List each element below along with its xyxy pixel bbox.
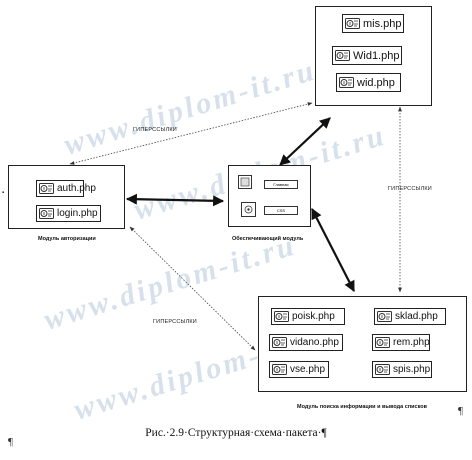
main-page-thumb bbox=[238, 175, 252, 189]
page-icon bbox=[240, 177, 250, 187]
vse-php-file: vse.php bbox=[269, 361, 329, 378]
php-file-icon bbox=[272, 337, 287, 348]
link-core-top bbox=[279, 117, 331, 166]
php-file-icon bbox=[274, 311, 289, 322]
auth-module-caption: Модуль авторизации bbox=[38, 236, 96, 242]
sklad-php-file: sklad.php bbox=[374, 308, 446, 325]
php-file-icon bbox=[339, 77, 354, 88]
spis-php-file: spis.php bbox=[372, 361, 432, 378]
search-module: poisk.php sklad.php vidano.php rem.php v… bbox=[258, 296, 467, 392]
gear-icon bbox=[244, 205, 253, 214]
hyperlink-label-top-left: ГИПЕРССЫЛКИ bbox=[133, 127, 177, 133]
link-core-search bbox=[311, 208, 355, 292]
wid1-php-file: Wid1.php bbox=[332, 46, 402, 65]
file-name: auth.php bbox=[57, 183, 96, 194]
auth-module: auth.php login.php bbox=[8, 165, 125, 229]
rem-php-file: rem.php bbox=[372, 334, 430, 351]
file-name: wid.php bbox=[357, 76, 395, 89]
wid-php-file: wid.php bbox=[336, 73, 401, 92]
file-name: poisk.php bbox=[292, 311, 335, 322]
search-module-caption: Модуль поиска информации и вывода списко… bbox=[297, 404, 427, 410]
figure-caption: Рис.·2.9·Структурная·схема·пакета·¶ bbox=[145, 427, 327, 439]
mis-php-file: mis.php bbox=[342, 14, 404, 33]
file-name: mis.php bbox=[363, 17, 402, 30]
hyperlink-label-right: ГИПЕРССЫЛКИ bbox=[388, 186, 432, 192]
file-name: sklad.php bbox=[395, 311, 438, 322]
php-file-icon bbox=[335, 50, 350, 61]
bullet-mark: ▪ bbox=[2, 190, 5, 196]
php-file-icon bbox=[375, 337, 390, 348]
css-label: CSS bbox=[264, 206, 298, 215]
file-name: login.php bbox=[57, 208, 98, 219]
php-file-icon bbox=[272, 364, 287, 375]
pilcrow-left: ¶ bbox=[8, 436, 13, 448]
file-name: Wid1.php bbox=[353, 49, 400, 62]
link-auth-core bbox=[125, 193, 225, 207]
php-file-icon bbox=[377, 311, 392, 322]
poisk-php-file: poisk.php bbox=[271, 308, 345, 325]
hyperlink-auth-search bbox=[129, 226, 256, 351]
hyperlink-auth-top bbox=[69, 102, 313, 165]
file-name: rem.php bbox=[393, 337, 430, 348]
core-module: Главная CSS bbox=[228, 165, 311, 227]
core-module-caption: Обеспечивающий модуль bbox=[232, 236, 304, 242]
pilcrow-right: ¶ bbox=[458, 405, 463, 417]
file-name: vse.php bbox=[290, 364, 326, 375]
main-page-label: Главная bbox=[264, 180, 298, 189]
file-name: vidano.php bbox=[290, 337, 339, 348]
auth-php-file: auth.php bbox=[36, 180, 96, 197]
css-thumb bbox=[241, 202, 256, 217]
vidano-php-file: vidano.php bbox=[269, 334, 343, 351]
php-file-icon bbox=[345, 18, 360, 29]
file-name: spis.php bbox=[393, 364, 431, 375]
php-file-icon bbox=[39, 183, 54, 194]
login-php-file: login.php bbox=[36, 205, 101, 222]
php-file-icon bbox=[375, 364, 390, 375]
hyperlink-label-bottom: ГИПЕРССЫЛКИ bbox=[153, 319, 197, 325]
php-file-icon bbox=[39, 208, 54, 219]
top-module: mis.php Wid1.php wid.php bbox=[315, 6, 432, 106]
